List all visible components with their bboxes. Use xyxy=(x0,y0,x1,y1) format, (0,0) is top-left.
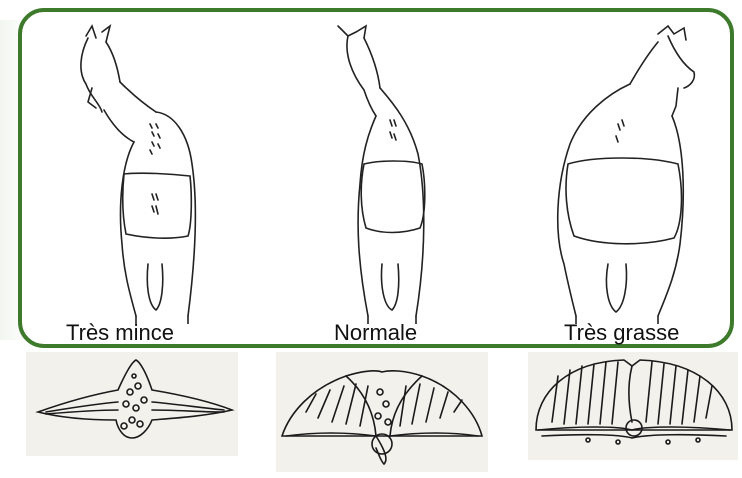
caption-very-fat: Très grasse xyxy=(564,320,679,346)
cross-section-fat xyxy=(528,352,738,460)
body-condition-frame: Très mince Normale Très grasse xyxy=(18,8,734,348)
cross-section-normal xyxy=(276,352,488,472)
cross-section-thin xyxy=(26,352,238,456)
goat-fat-drawing xyxy=(498,24,728,324)
goat-thin-drawing xyxy=(52,24,282,324)
caption-very-thin: Très mince xyxy=(66,320,174,346)
caption-normal: Normale xyxy=(334,320,417,346)
goat-normal-drawing xyxy=(294,24,524,324)
